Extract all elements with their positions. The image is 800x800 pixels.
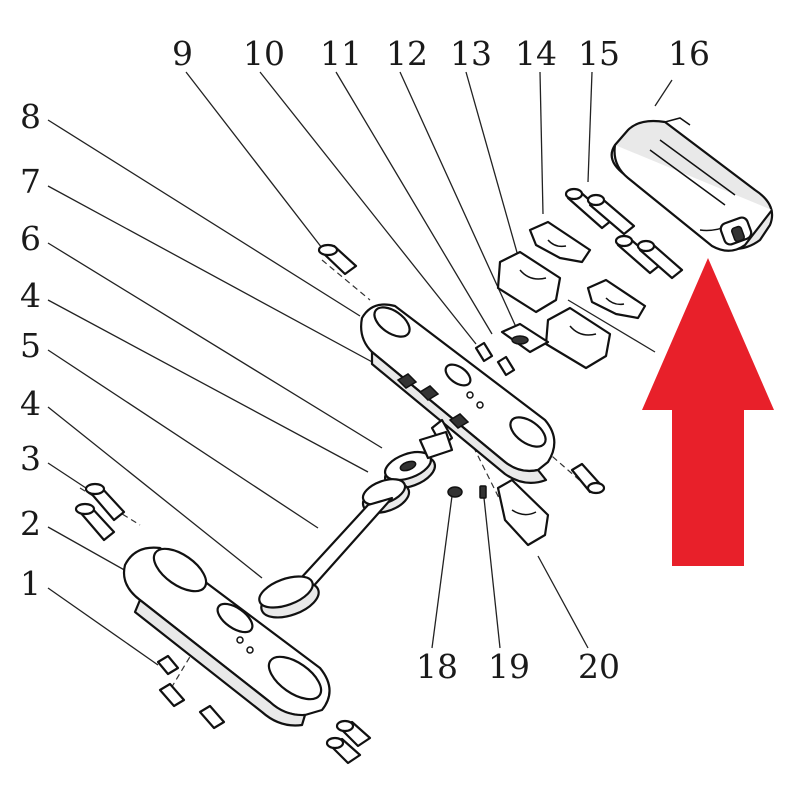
callout-label-8: 8 <box>20 97 41 136</box>
upper-triple-clamp-part-8 <box>360 303 556 485</box>
pinch-bolt-part-9 <box>317 243 358 276</box>
leader-20 <box>537 555 589 649</box>
highlight-arrow <box>642 258 774 566</box>
callout-label-13: 13 <box>450 34 492 73</box>
leader-9 <box>185 71 323 249</box>
pins-part-10-11 <box>474 341 516 377</box>
leader-8 <box>47 119 361 317</box>
leader-13 <box>465 71 519 257</box>
leader-pad <box>567 299 656 353</box>
pinch-bolts-part-3 <box>74 482 126 542</box>
steering-stem-part-5 <box>258 430 454 619</box>
nuts-part-7 <box>396 373 470 429</box>
upper-clamp-part-14 <box>528 220 647 320</box>
callout-label-2: 2 <box>20 504 41 543</box>
leader-1 <box>47 587 159 666</box>
callout-label-10: 10 <box>243 34 285 73</box>
red-up-arrow-icon <box>642 258 774 566</box>
leader-3 <box>47 462 93 493</box>
leader-18 <box>431 495 453 649</box>
callout-label-1: 1 <box>20 564 41 603</box>
leader-7 <box>47 185 399 377</box>
callout-label-12: 12 <box>386 34 428 73</box>
callout-label-9: 9 <box>172 34 193 73</box>
leader-4a <box>47 406 263 579</box>
top-cover-part-16 <box>610 117 774 252</box>
lower-triple-clamp-part-2 <box>122 546 331 727</box>
nut-part-18 <box>447 486 463 498</box>
assembly-axis-lines <box>79 259 586 701</box>
callout-label-5: 5 <box>20 326 41 365</box>
riser-part-13 <box>496 250 612 370</box>
leader-12 <box>399 71 517 328</box>
callout-label-7: 7 <box>20 162 41 201</box>
callout-label-11: 11 <box>320 34 362 73</box>
clamp-bolt-right <box>570 462 606 495</box>
callout-labels: 1 2 3 4 5 4 6 7 8 9 10 11 12 13 14 15 16… <box>20 34 710 686</box>
callout-label-19: 19 <box>488 647 530 686</box>
washer-part-19 <box>479 485 487 499</box>
callout-label-20: 20 <box>578 647 620 686</box>
riser-base-part-12 <box>500 322 550 354</box>
leader-5 <box>47 349 319 529</box>
leader-19 <box>483 497 501 649</box>
callout-label-18: 18 <box>416 647 458 686</box>
leader-lines <box>47 71 673 666</box>
callout-label-4b: 4 <box>20 276 41 315</box>
lower-bolts-part-1 <box>156 654 372 765</box>
leader-14 <box>539 71 544 215</box>
callout-label-16: 16 <box>668 34 710 73</box>
leader-16 <box>654 79 673 107</box>
callout-label-6: 6 <box>20 219 41 258</box>
callout-label-14: 14 <box>515 34 557 73</box>
callout-label-15: 15 <box>578 34 620 73</box>
leader-4b <box>47 299 369 473</box>
leader-6 <box>47 242 383 449</box>
leader-2 <box>47 526 129 573</box>
leader-11 <box>335 71 493 335</box>
leader-15 <box>587 71 593 183</box>
callout-label-3: 3 <box>20 439 41 478</box>
callout-label-4a: 4 <box>20 384 41 423</box>
leader-10 <box>259 71 477 345</box>
clamp-bolts-part-15 <box>564 187 684 280</box>
bracket-part-20 <box>496 478 550 547</box>
